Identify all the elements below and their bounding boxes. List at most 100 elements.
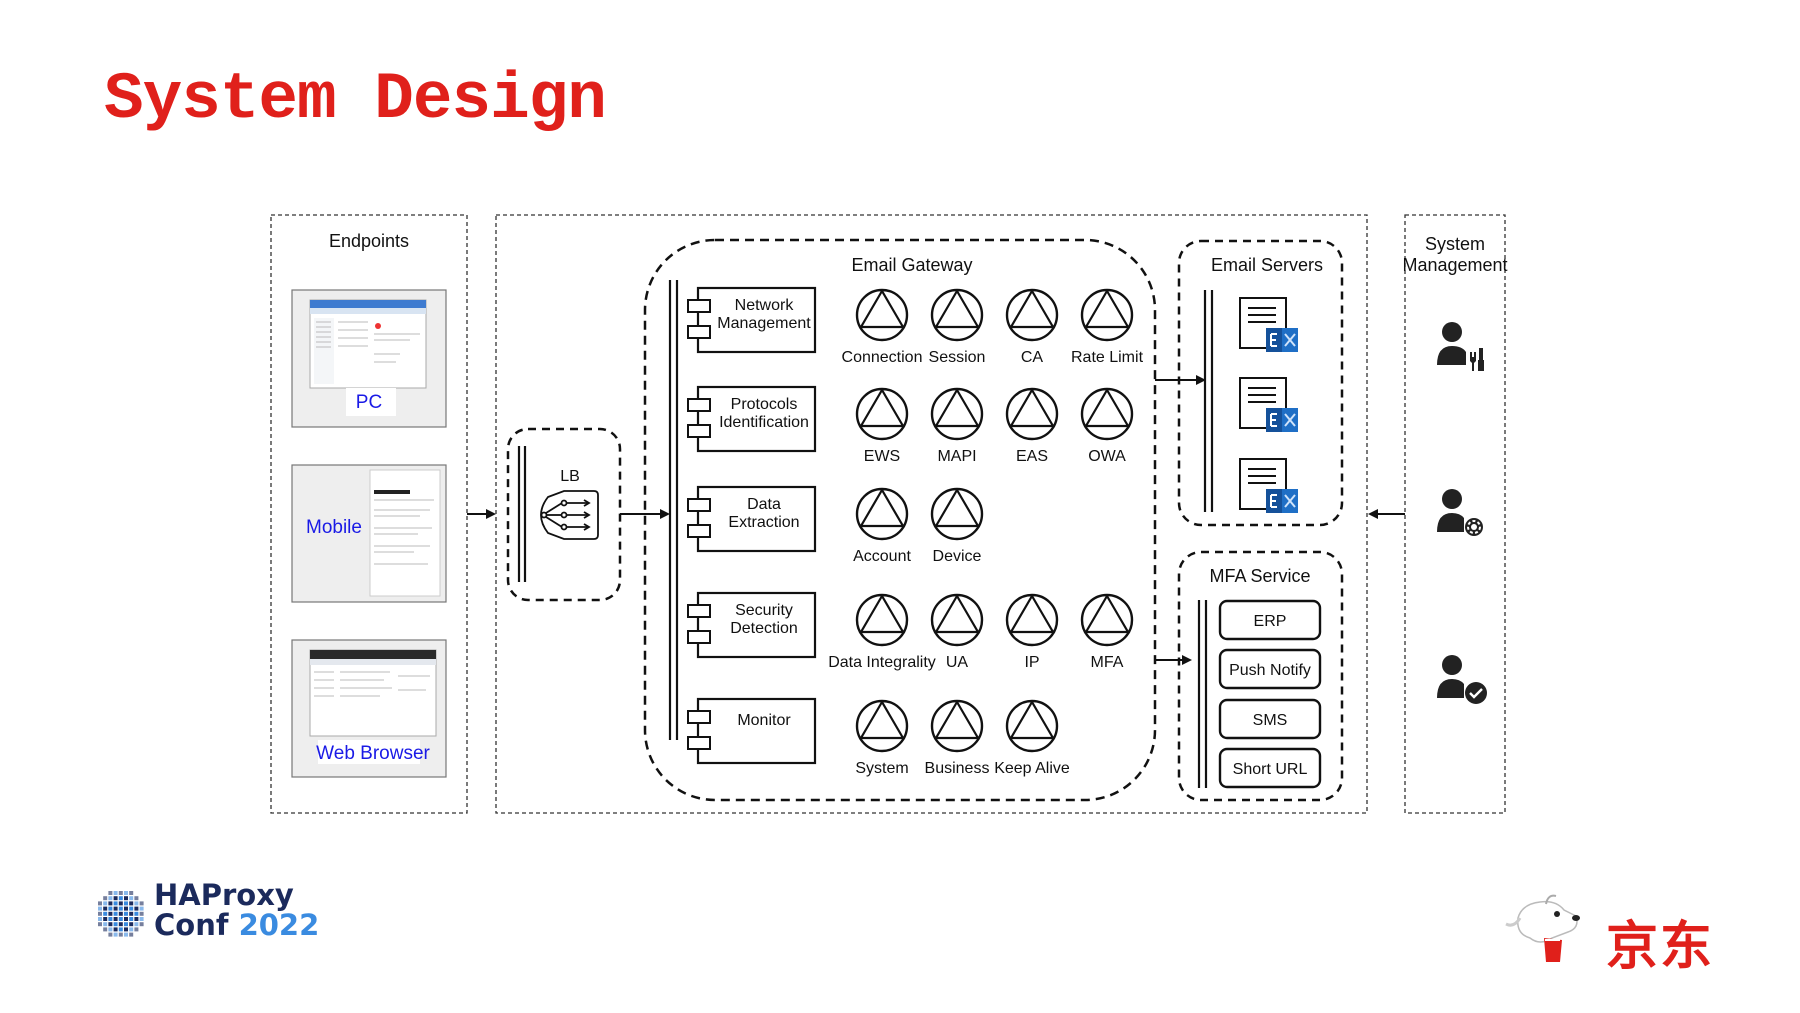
haproxy-logo-line1: HAProxy — [154, 878, 294, 912]
haproxy-logo-icon — [98, 891, 144, 937]
feature-node-icon — [930, 487, 984, 541]
gateway-feature-label: Account — [853, 548, 911, 565]
gateway-module-label: Identification — [719, 414, 809, 431]
feature-node-icon — [930, 699, 984, 753]
mfa-item: ERP — [1218, 599, 1322, 641]
email-gateway-title: Email Gateway — [851, 255, 972, 275]
feature-node-icon — [930, 593, 984, 647]
load-balancer: LB — [506, 427, 622, 602]
pc-label: PC — [356, 392, 382, 413]
feature-node-icon — [930, 288, 984, 342]
gateway-feature: Rate Limit — [1071, 288, 1144, 366]
gateway-feature: Account — [853, 487, 911, 565]
gateway-feature: EWS — [855, 387, 909, 465]
haproxy-logo-year: 2022 — [238, 908, 320, 942]
gateway-feature: Data Integrality — [828, 593, 936, 671]
system-management-title-line2: Management — [1402, 255, 1507, 275]
mfa-item-label: Short URL — [1233, 761, 1308, 778]
feature-node-icon — [1005, 699, 1059, 753]
mfa-item-label: ERP — [1254, 613, 1287, 630]
feature-node-icon — [855, 387, 909, 441]
feature-node-icon — [855, 487, 909, 541]
exchange-server-icon — [1239, 458, 1298, 513]
gateway-module-label: Extraction — [728, 514, 799, 531]
feature-node-icon — [1005, 593, 1059, 647]
gateway-feature-label: IP — [1024, 654, 1039, 671]
mfa-item-label: Push Notify — [1229, 662, 1311, 679]
page-title: System Design — [104, 62, 607, 137]
lb-label: LB — [560, 468, 580, 485]
gateway-feature-label: Session — [929, 349, 986, 366]
gateway-feature: UA — [930, 593, 984, 671]
gateway-module-label: Network — [735, 297, 795, 314]
gateway-feature: Connection — [842, 288, 923, 366]
gateway-module-label: Data — [747, 496, 781, 513]
gateway-feature-label: EWS — [864, 448, 900, 465]
email-servers-title: Email Servers — [1211, 255, 1323, 275]
gateway-feature: MFA — [1080, 593, 1134, 671]
gateway-feature-label: EAS — [1016, 448, 1048, 465]
gateway-feature-label: Business — [925, 760, 990, 777]
gateway-feature: Session — [929, 288, 986, 366]
mfa-item: Push Notify — [1218, 648, 1322, 690]
gateway-feature-label: MFA — [1091, 654, 1124, 671]
gateway-feature: Keep Alive — [994, 699, 1070, 777]
mfa-item: Short URL — [1218, 747, 1322, 789]
gateway-feature: IP — [1005, 593, 1059, 671]
web-browser-endpoint: Web Browser — [291, 639, 447, 778]
feature-node-icon — [930, 387, 984, 441]
gateway-feature-label: OWA — [1088, 448, 1126, 465]
load-balancer-icon — [540, 490, 599, 540]
core-panel — [495, 214, 1368, 814]
gateway-feature-label: Keep Alive — [994, 760, 1070, 777]
pc-endpoint: PC — [291, 289, 447, 428]
gateway-module-label: Protocols — [731, 396, 798, 413]
feature-node-icon — [1005, 387, 1059, 441]
web-browser-label: Web Browser — [316, 743, 430, 764]
haproxy-conf-logo: HAProxy Conf 2022 — [154, 880, 319, 940]
gateway-feature-label: Data Integrality — [828, 654, 936, 671]
feature-node-icon — [855, 699, 909, 753]
gateway-feature-label: Connection — [842, 349, 923, 366]
endpoints-panel: Endpoints PC — [270, 214, 468, 814]
mfa-item-label: SMS — [1253, 712, 1288, 729]
admin-tools-icon — [1437, 322, 1484, 371]
jd-logo-text: 京东 — [1606, 917, 1715, 977]
mfa-service-title: MFA Service — [1209, 566, 1310, 586]
gateway-feature: MAPI — [930, 387, 984, 465]
haproxy-logo-line2: Conf — [154, 908, 229, 942]
system-management-panel: System Management — [1402, 214, 1508, 814]
exchange-server-icon — [1239, 297, 1298, 352]
gateway-module-label: Security — [735, 602, 793, 619]
feature-node-icon — [855, 593, 909, 647]
system-management-title-line1: System — [1425, 234, 1485, 254]
feature-node-icon — [1080, 288, 1134, 342]
gateway-module-label: Monitor — [737, 712, 791, 729]
mobile-label: Mobile — [306, 517, 362, 538]
gateway-feature-label: MAPI — [937, 448, 976, 465]
gateway-module-label: Management — [717, 315, 811, 332]
gateway-feature: System — [855, 699, 909, 777]
gateway-feature: Device — [930, 487, 984, 565]
jd-mascot-icon — [1505, 894, 1580, 962]
gateway-feature-label: Rate Limit — [1071, 349, 1144, 366]
feature-node-icon — [855, 288, 909, 342]
feature-node-icon — [1005, 288, 1059, 342]
gateway-feature: OWA — [1080, 387, 1134, 465]
mobile-endpoint: Mobile — [291, 464, 447, 603]
mfa-item: SMS — [1218, 698, 1322, 740]
gateway-feature-label: UA — [946, 654, 969, 671]
gateway-module-label: Detection — [730, 620, 798, 637]
gateway-feature: EAS — [1005, 387, 1059, 465]
gateway-feature-label: CA — [1021, 349, 1044, 366]
endpoints-heading: Endpoints — [329, 231, 409, 251]
gateway-feature-label: Device — [933, 548, 982, 565]
feature-node-icon — [1080, 593, 1134, 647]
admin-approved-icon — [1437, 655, 1487, 704]
